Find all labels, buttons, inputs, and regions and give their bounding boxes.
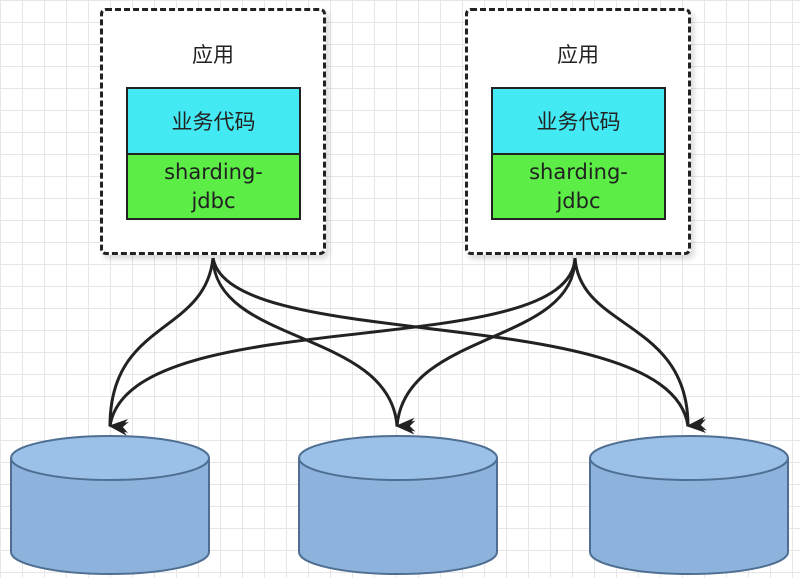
database-cylinder-1 [10, 435, 210, 575]
sharding-jdbc-block: sharding- jdbc [126, 153, 301, 220]
connector-right-app-to-db1 [108, 257, 577, 436]
database-cylinder-2 [298, 435, 498, 575]
application-box-left: 应用 业务代码 sharding- jdbc [100, 8, 326, 255]
business-code-block: 业务代码 [491, 87, 666, 155]
database-cylinder-3 [589, 435, 789, 575]
business-code-block: 业务代码 [126, 87, 301, 155]
application-title: 应用 [557, 43, 599, 67]
application-title: 应用 [192, 43, 234, 67]
sharding-jdbc-block: sharding- jdbc [491, 153, 666, 220]
application-box-right: 应用 业务代码 sharding- jdbc [465, 8, 691, 255]
connector-left-app-to-db2 [211, 257, 416, 432]
connector-right-app-to-db3 [573, 257, 707, 433]
connector-left-app-to-db3 [211, 257, 707, 431]
connector-left-app-to-db1 [108, 257, 215, 434]
connector-right-app-to-db2 [395, 257, 577, 435]
